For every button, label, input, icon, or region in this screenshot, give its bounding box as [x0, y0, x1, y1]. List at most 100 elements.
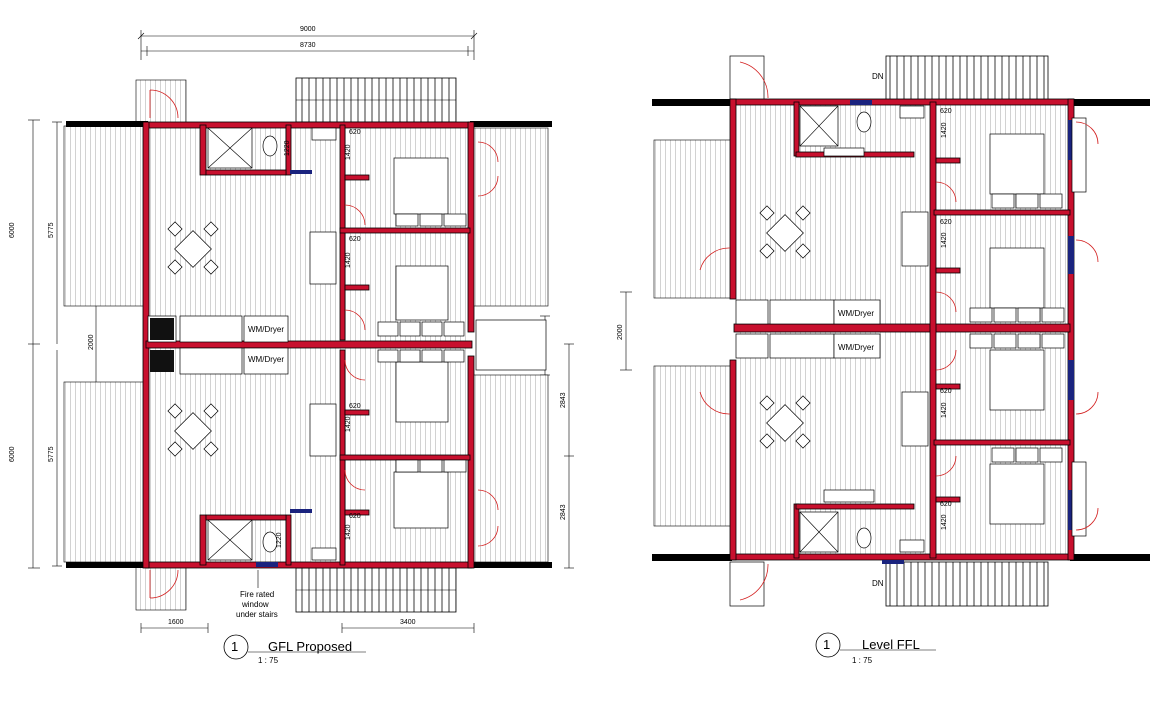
laundry-ffl-lower [833, 333, 881, 359]
toilet-lower [262, 531, 278, 553]
dim-ffl-closet-d: 1420 [941, 514, 948, 530]
dim-left-upper: 6000 [9, 222, 16, 238]
bed-4 [393, 471, 449, 529]
label-wm-dryer-ffl-lower: WM/Dryer [838, 343, 874, 352]
vanity-ffl-upper [899, 105, 925, 119]
title-ffl-text: Level FFL [862, 637, 920, 652]
bench-ffl-upper [769, 299, 835, 325]
bench-ffl-bath-lower [823, 489, 875, 503]
dim-right-lower: 2843 [560, 504, 567, 520]
dim-right-upper: 2843 [560, 392, 567, 408]
dim-small-b: 620 [349, 236, 361, 243]
sofa-lower [309, 403, 337, 457]
dim-closet-d: 1420 [345, 524, 352, 540]
sofa-ffl-upper [901, 211, 929, 267]
dim-ffl-small-a: 620 [940, 108, 952, 115]
svg-text:window: window [241, 600, 269, 609]
bed-ffl-2 [989, 247, 1045, 309]
dim-bottom-left: 1600 [168, 619, 184, 626]
dim-left-lower: 6000 [9, 446, 16, 462]
deck-storage [475, 319, 547, 371]
dim-ffl-closet-a: 1420 [941, 122, 948, 138]
title-ffl: 1 Level FFL 1 : 75 [815, 632, 936, 665]
label-wm-dryer-upper: WM/Dryer [248, 325, 284, 334]
deck-ffl-upper [653, 139, 735, 299]
bed-ffl-3 [989, 349, 1045, 411]
bed-2 [395, 265, 449, 321]
label-wm-dryer-ffl-upper: WM/Dryer [838, 309, 874, 318]
deck-upper [63, 125, 147, 307]
fridge-ffl-upper [735, 299, 769, 325]
laundry-ffl-upper [833, 299, 881, 325]
dimension-left: 6000 6000 5775 5775 2000 [9, 119, 102, 569]
dim-bottom-right: 3400 [400, 619, 416, 626]
dim-top-inner: 8730 [300, 42, 316, 49]
dim-ffl-closet-c: 1420 [941, 402, 948, 418]
scale-ffl: 1 : 75 [852, 656, 873, 665]
dim-closet-c: 1420 [345, 416, 352, 432]
deck-right-lower [471, 374, 549, 563]
fridge-ffl-lower [735, 333, 769, 359]
scale-gfl: 1 : 75 [258, 656, 279, 665]
stair-bottom-ffl [885, 561, 1049, 607]
dining-table-ffl-lower [759, 395, 811, 449]
bed-3 [395, 361, 449, 423]
dining-table-ffl-upper [759, 205, 811, 259]
dim-left-mid: 2000 [88, 334, 95, 350]
plan-gfl: 9000 8730 6000 6000 5775 5775 2000 [9, 26, 574, 665]
toilet-ffl-upper [856, 111, 872, 133]
deck-ffl-lower [653, 365, 735, 527]
dining-table-upper [167, 221, 219, 275]
dim-small-d: 620 [349, 513, 361, 520]
dim-ffl-small-b: 620 [940, 219, 952, 226]
dim-left-lower-inner: 5775 [48, 446, 55, 462]
dining-table-lower [167, 403, 219, 457]
title-number: 1 [231, 639, 238, 654]
dim-left-upper-inner: 5775 [48, 222, 55, 238]
title-gfl: 1 GFL Proposed 1 : 75 [223, 634, 366, 665]
dim-ffl-left-mid: 2000 [617, 324, 624, 340]
dim-closet-a: 1420 [345, 144, 352, 160]
dim-small-c: 620 [349, 403, 361, 410]
vanity-upper [311, 127, 337, 141]
sofa-upper [309, 231, 337, 285]
dimension-bottom: 1600 3400 [140, 619, 475, 633]
bed-ffl-4 [989, 463, 1045, 525]
landing-bottom-ffl [729, 561, 765, 607]
toilet-ffl-lower [856, 527, 872, 549]
note-fire-rated: Fire rated window under stairs [236, 570, 278, 619]
label-dn-bottom: DN [872, 579, 884, 588]
title-ffl-number: 1 [823, 637, 830, 652]
deck-lower [63, 381, 147, 563]
dim-ffl-small-c: 620 [940, 388, 952, 395]
fridge-lower [150, 350, 174, 372]
laundry-upper [243, 315, 289, 343]
dim-top-overall: 9000 [300, 26, 316, 33]
laundry-lower [243, 347, 289, 375]
dim-closet-b: 1420 [345, 252, 352, 268]
entry-landing-bottom [135, 565, 187, 611]
label-wm-dryer-lower: WM/Dryer [248, 355, 284, 364]
deck-right-upper [471, 127, 549, 307]
dim-wc-lower: 1220 [276, 532, 283, 548]
vanity-ffl-lower [899, 539, 925, 553]
dim-small-a: 620 [349, 129, 361, 136]
vanity-lower [311, 547, 337, 561]
sofa-ffl-lower [901, 391, 929, 447]
label-dn-top: DN [872, 72, 884, 81]
bed-1 [393, 157, 449, 215]
bed-ffl-1 [989, 133, 1045, 195]
svg-text:under stairs: under stairs [236, 610, 278, 619]
plan-ffl: DN DN WM/Dryer WM/Dryer [617, 55, 1150, 665]
bench-ffl-lower [769, 333, 835, 359]
kitchen-bench-lower [179, 347, 243, 375]
dim-ffl-closet-b: 1420 [941, 232, 948, 248]
dim-wc-upper: 1220 [284, 140, 291, 156]
dim-ffl-small-d: 620 [940, 501, 952, 508]
landing-top-ffl [729, 55, 765, 101]
bench-ffl-bath-upper [823, 147, 865, 157]
title-gfl-text: GFL Proposed [268, 639, 352, 654]
svg-text:Fire rated: Fire rated [240, 590, 274, 599]
stair-top-ffl [885, 55, 1049, 101]
